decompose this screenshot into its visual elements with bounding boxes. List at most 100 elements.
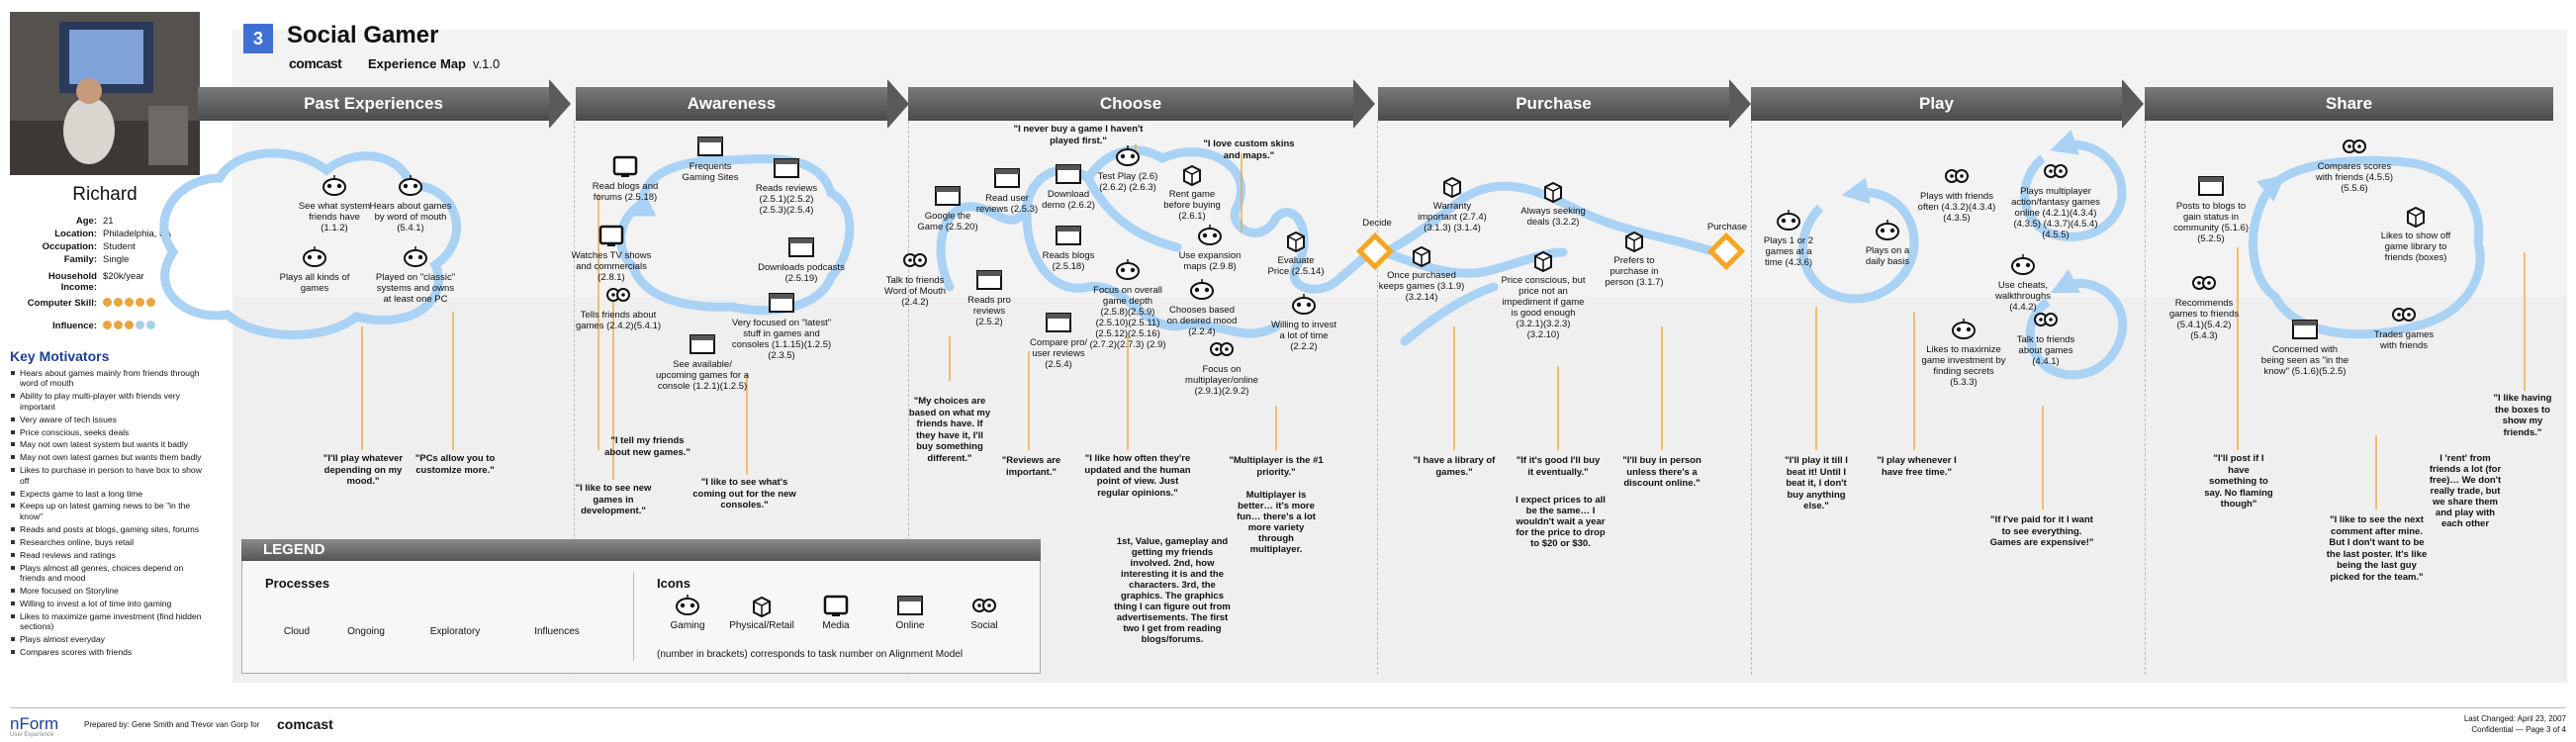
phase-divider (1377, 121, 1378, 675)
quote: "I like how often they're updated and th… (1084, 453, 1191, 499)
key-motivators-list: Hears about games mainly from friends th… (10, 368, 203, 660)
online-icon (746, 156, 827, 183)
legend-title: LEGEND (241, 539, 1041, 561)
profile-income: Household Income:$20k/year (10, 271, 200, 293)
quote: "I never buy a game I haven't played fir… (1013, 124, 1144, 146)
map-node-label: Plays 1 or 2 games at a time (4.3.6) (1763, 235, 1814, 268)
map-node-label: Posts to blogs to gain status in communi… (2172, 201, 2250, 244)
gamepad-icon (275, 245, 354, 272)
map-node-label: Downloads podcasts (2.5.19) (758, 262, 845, 284)
map-node-label: Played on "classic" systems and owns at … (375, 272, 456, 305)
map-node-label: Chooses based on desired mood (2.2.4) (1166, 305, 1238, 337)
physical-icon (727, 594, 796, 620)
map-node: See what system friends have (1.1.2) (295, 174, 374, 233)
map-node: Price conscious, but price not an impedi… (1499, 248, 1588, 340)
media-icon (801, 594, 871, 620)
map-node-label: Once purchased keeps games (3.1.9)(3.2.1… (1378, 270, 1465, 303)
physical-icon (1413, 174, 1492, 201)
map-node-label: Always seeking deals (3.2.2) (1520, 206, 1586, 228)
legend-icon-social: Social (950, 594, 1019, 631)
online-icon (653, 332, 752, 359)
quote: "I'll post if I have something to say. N… (2204, 453, 2273, 510)
map-node-label: Read blogs and forums (2.5.18) (592, 181, 659, 203)
profile-key: Influence: (52, 321, 97, 331)
profile-value: $20k/year (103, 271, 144, 282)
map-node: Plays with friends often (4.3.2)(4.3.4)(… (1917, 164, 1996, 224)
persona-photo-image (10, 12, 200, 175)
quote: 1st, Value, gameplay and getting my frie… (1114, 536, 1231, 645)
social-icon (878, 248, 953, 275)
map-node-label: Tells friends about games (2.4.2)(5.4.1) (575, 310, 662, 331)
profile-occupation: Occupation:Student (10, 241, 200, 252)
map-node-label: Frequents Gaming Sites (682, 161, 739, 183)
motivator-item: Keeps up on latest gaming news to be "in… (10, 501, 203, 521)
motivator-item: Plays almost everyday (10, 634, 203, 644)
map-node: See available/ upcoming games for a cons… (653, 332, 752, 392)
quote: "I like to see the next comment after mi… (2326, 514, 2428, 583)
map-node: Willing to invest a lot of time (2.2.2) (1269, 293, 1338, 352)
rating-dots (103, 298, 200, 310)
legend-icons-title: Icons (657, 576, 690, 591)
phase-divider (2145, 121, 2146, 675)
online-icon (1022, 311, 1096, 337)
quote: "If it's good I'll buy it eventually." (1516, 455, 1601, 478)
legend-icon-label: Social (970, 620, 998, 631)
map-node-label: Use expansion maps (2.9.8) (1178, 250, 1242, 272)
legend-icon-online: Online (875, 594, 945, 631)
quote: "I play whenever I have free time." (1877, 455, 1957, 478)
map-node-label: See what system friends have (1.1.2) (298, 201, 371, 233)
map-node-label: Compares scores with friends (4.5.5)(5.5… (2315, 161, 2394, 194)
map-node-label: Download demo (2.6.2) (1042, 189, 1095, 211)
map-node-label: Test Play (2.6)(2.6.2) (2.6.3) (1097, 171, 1158, 193)
phase-play: Play (1751, 87, 2122, 121)
profile-key: Age: (75, 216, 97, 227)
quote: "I like to see new games in development.… (575, 483, 652, 516)
map-node-label: Compare pro/ user reviews (2.5.4) (1029, 337, 1088, 370)
rating-dot (136, 321, 144, 329)
map-node-label: Use cheats, walkthroughs (4.4.2) (1995, 280, 2051, 313)
awareness-ongoing-loop (616, 154, 855, 316)
footer-confidential: Confidential — Page 3 of 4 (2471, 725, 2566, 734)
phase-share: Share (2145, 87, 2553, 121)
legend-processes-title: Processes (265, 576, 330, 591)
map-node: Downloads podcasts (2.5.19) (752, 235, 851, 284)
map-node: Google the Game (2.5.20) (913, 184, 982, 232)
map-node-label: Plays with friends often (4.3.2)(4.3.4)(… (1917, 191, 1996, 224)
map-node: Once purchased keeps games (3.1.9)(3.2.1… (1377, 243, 1466, 303)
online-icon (752, 235, 851, 262)
map-node: Chooses based on desired mood (2.2.4) (1165, 278, 1240, 337)
map-node-label: Reads blogs (2.5.18) (1042, 250, 1095, 272)
online-icon (730, 291, 834, 318)
map-node-label: Prefers to purchase in person (3.1.7) (1605, 255, 1664, 288)
map-node-label: Rent game before buying (2.6.1) (1163, 189, 1221, 222)
map-node: Concerned with being seen as "in the kno… (2260, 318, 2349, 377)
map-node-label: See available/ upcoming games for a cons… (656, 359, 749, 392)
rating-dot (103, 321, 112, 329)
decision-label: Purchase (1706, 222, 1748, 232)
phase-arrow-tip (1729, 79, 1751, 129)
map-node: Reads reviews (2.5.1)(2.5.2) (2.5.3)(2.5… (746, 156, 827, 216)
map-node: Recommends games to friends (5.4.1)(5.4.… (2164, 271, 2244, 341)
past-experiences-cloud (159, 148, 462, 339)
choose-exploratory-path (936, 145, 1375, 338)
map-node-label: Recommends games to friends (5.4.1)(5.4.… (2168, 298, 2240, 341)
map-node: Plays on a daily basis (1858, 219, 1917, 267)
quote: Multiplayer is better… it's more fun… th… (1237, 490, 1316, 555)
map-node-label: Likes to maximize game investment by fin… (1921, 344, 2006, 388)
map-node: Frequents Gaming Sites (676, 135, 745, 183)
map-node: Talk to friends about games (4.4.1) (2006, 308, 2085, 367)
phase-divider (574, 121, 575, 675)
map-node-label: Talk to friends about games (4.4.1) (2016, 334, 2075, 367)
social-icon (2009, 159, 2103, 186)
social-icon (2164, 271, 2244, 298)
gamepad-icon (295, 174, 374, 201)
quote: "I'll buy in person unless there's a dis… (1622, 455, 1702, 489)
profile-family: Family:Single (10, 254, 200, 265)
footer-prepared-by: Prepared by: Gene Smith and Trevor van G… (84, 720, 260, 729)
motivator-item: Hears about games mainly from friends th… (10, 368, 203, 389)
rating-dot (136, 298, 144, 307)
map-node-label: Reads reviews (2.5.1)(2.5.2) (2.5.3)(2.5… (755, 183, 818, 216)
rating-dot (146, 321, 155, 329)
gamepad-icon (1175, 224, 1244, 250)
legend-process-influences: Influences (534, 626, 580, 637)
